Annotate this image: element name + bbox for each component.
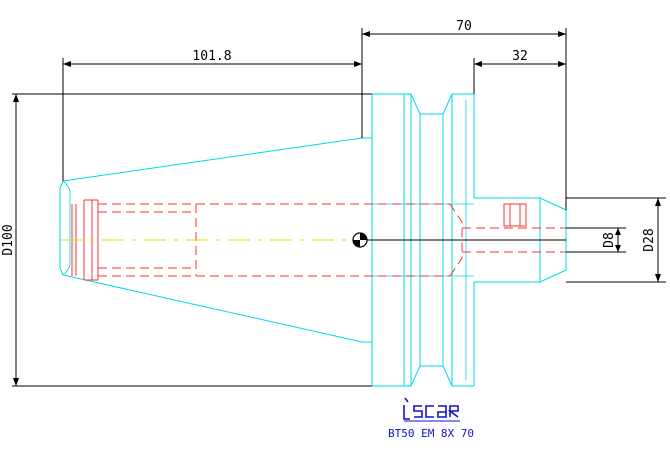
arrow-d28-top bbox=[655, 198, 661, 206]
set-screw bbox=[503, 203, 527, 227]
logo-c bbox=[425, 405, 434, 418]
dim-text-101-8: 101.8 bbox=[192, 49, 231, 64]
dim-text-32: 32 bbox=[512, 49, 528, 64]
v-groove-bottom bbox=[404, 365, 474, 387]
v-groove-top bbox=[404, 93, 474, 115]
brand-logo: iscar bbox=[403, 397, 460, 422]
arrow-101-left bbox=[63, 61, 71, 67]
arrow-d8-top bbox=[615, 228, 621, 235]
logo-i-dot bbox=[404, 397, 409, 403]
dim-text-70: 70 bbox=[456, 19, 472, 34]
taper-cone bbox=[59, 137, 363, 343]
logo-a bbox=[437, 405, 447, 418]
arrow-d28-bottom bbox=[655, 274, 661, 282]
dim-text-d8: D8 bbox=[602, 232, 617, 248]
logo-r bbox=[447, 405, 459, 418]
logo-s bbox=[413, 405, 423, 418]
dim-text-d28: D28 bbox=[642, 228, 657, 251]
arrow-32-right bbox=[558, 61, 566, 67]
dimension-lines bbox=[12, 28, 666, 387]
arrow-70-right bbox=[558, 31, 566, 37]
arrow-d100-bottom bbox=[13, 378, 19, 386]
center-marker bbox=[352, 232, 368, 248]
dim-text-d100: D100 bbox=[1, 224, 16, 255]
arrow-101-right bbox=[354, 61, 362, 67]
arrow-32-left bbox=[474, 61, 482, 67]
logo-i bbox=[403, 405, 410, 420]
arrowheads bbox=[13, 31, 661, 386]
arrow-70-left bbox=[362, 31, 370, 37]
taper-end-radius bbox=[62, 180, 71, 276]
part-number: BT50 EM 8X 70 bbox=[388, 427, 474, 440]
arrow-d8-bottom bbox=[615, 245, 621, 252]
arrow-d100-top bbox=[13, 94, 19, 102]
hidden-lines bbox=[98, 203, 566, 277]
